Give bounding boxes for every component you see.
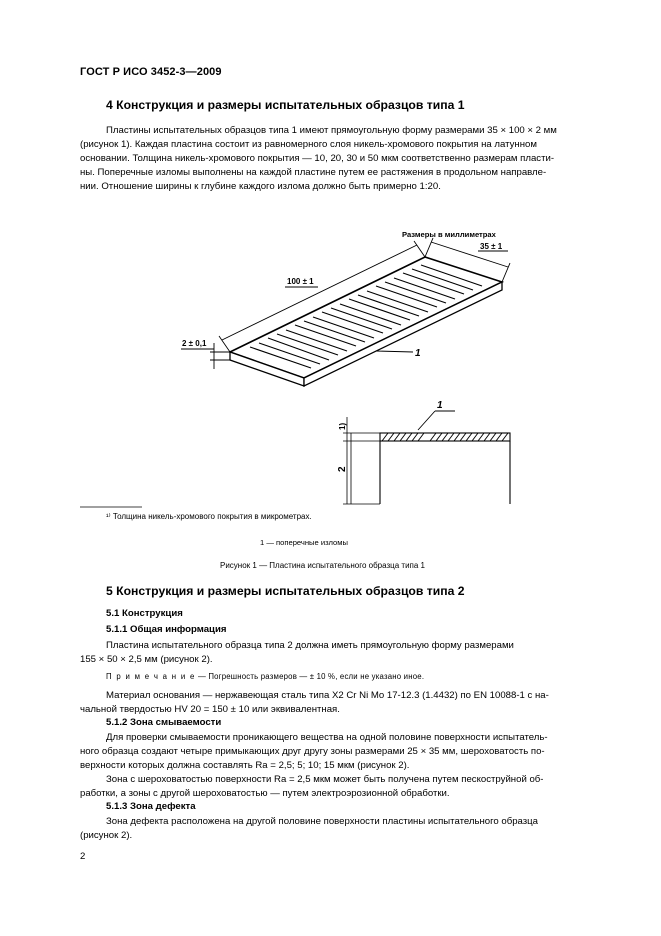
paragraph-line: (рисунок 1). Каждая пластина состоит из … (80, 139, 537, 150)
page-number: 2 (80, 851, 86, 862)
length-dimension (218, 240, 426, 353)
note: П р и м е ч а н и е — Погрешность размер… (106, 672, 424, 681)
paragraph-line: Для проверки смываемости проникающего ве… (106, 732, 548, 743)
section-coating-dim: 1) (338, 423, 347, 430)
paragraph-line: чальной твердостью HV 20 = 150 ± 10 или … (80, 704, 340, 715)
width-dimension (424, 237, 511, 283)
section-callout-number: 1 (437, 400, 443, 411)
paragraph-line: (рисунок 2). (80, 830, 133, 841)
callout-leader (375, 350, 414, 353)
paragraph-line: Материал основания — нержавеющая сталь т… (106, 690, 549, 701)
figure-legend: 1 — поперечные изломы (260, 538, 348, 547)
footnote: ¹⁾ Толщина никель-хромового покрытия в м… (106, 512, 312, 521)
callout-number: 1 (415, 348, 421, 359)
figure-caption: Рисунок 1 — Пластина испытательного обра… (220, 561, 425, 570)
thickness-dimension (181, 343, 230, 369)
paragraph-line: ны. Поперечные изломы выполнены на каждо… (80, 167, 547, 178)
subsection-5-1-heading: 5.1 Конструкция (106, 608, 183, 619)
subsection-5-1-2-heading: 5.1.2 Зона смываемости (106, 717, 222, 728)
paragraph-line: ного образца создают четыре примыкающих … (80, 746, 545, 757)
paragraph-line: верхности которых должна составлять Ra =… (80, 760, 410, 771)
paragraph-line: Пластины испытательных образцов типа 1 и… (106, 125, 557, 136)
length-dimension-label: 100 ± 1 (287, 277, 314, 286)
thickness-dimension-label: 2 ± 0,1 (182, 339, 207, 348)
transverse-cracks (249, 264, 483, 369)
document-header: ГОСТ Р ИСО 3452-3—2009 (80, 66, 222, 78)
paragraph-line: нии. Отношение ширины к глубине каждого … (80, 181, 441, 192)
cross-section (343, 410, 511, 505)
section-5-heading: 5 Конструкция и размеры испытательных об… (106, 584, 465, 598)
units-note: Размеры в миллиметрах (402, 230, 497, 239)
plate-top-face (227, 256, 505, 379)
paragraph-line: Пластина испытательного образца типа 2 д… (106, 640, 514, 651)
paragraph-line: Зона с шероховатостью поверхности Ra = 2… (106, 774, 544, 785)
plate-right-side (303, 280, 503, 388)
subsection-5-1-1-heading: 5.1.1 Общая информация (106, 624, 227, 635)
subsection-5-1-3-heading: 5.1.3 Зона дефекта (106, 801, 196, 812)
note-text: — Погрешность размеров — ± 10 %, если не… (195, 672, 425, 681)
section-height-dim: 2 (337, 466, 348, 472)
note-label: П р и м е ч а н и е (106, 672, 196, 681)
paragraph-line: работки, а зоны с другой шероховатостью … (80, 788, 450, 799)
figure-1-drawing: Размеры в миллиметрах (80, 230, 511, 508)
paragraph-line: Зона дефекта расположена на другой полов… (106, 816, 539, 827)
width-dimension-label: 35 ± 1 (480, 242, 503, 251)
paragraph-line: 155 × 50 × 2,5 мм (рисунок 2). (80, 654, 213, 665)
section-4-heading: 4 Конструкция и размеры испытательных об… (106, 98, 465, 112)
paragraph-line: основании. Толщина никель-хромового покр… (80, 153, 555, 164)
